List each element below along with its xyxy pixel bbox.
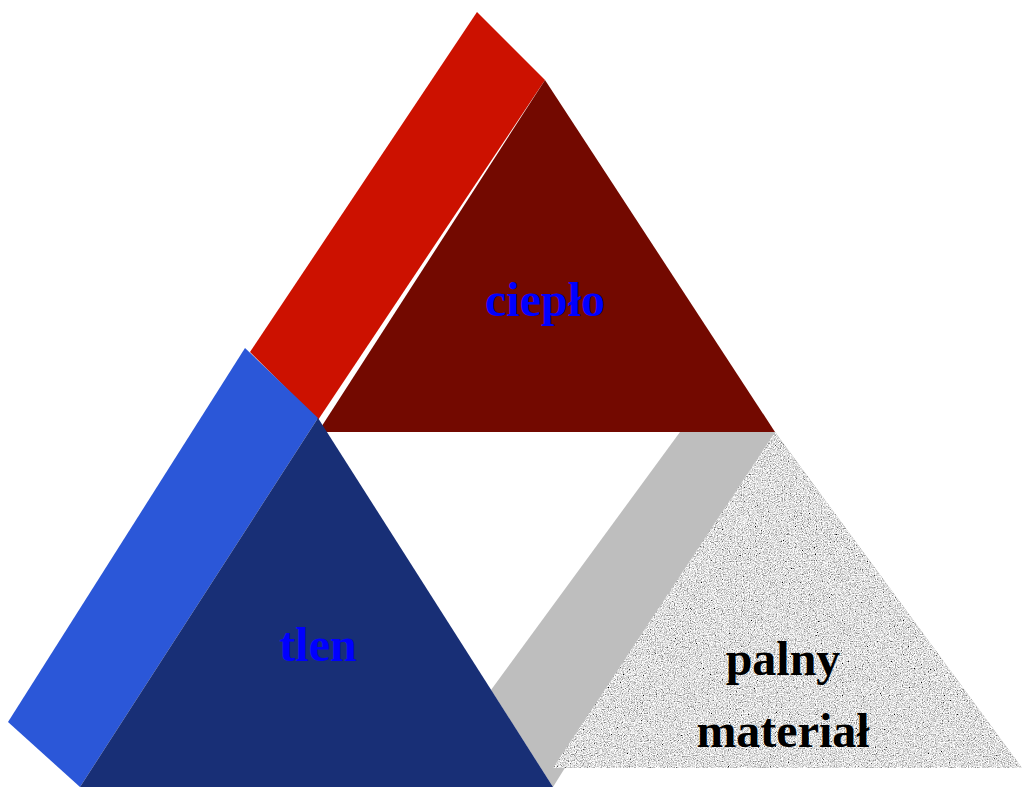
triangle-face — [553, 432, 1022, 768]
triangle-face — [80, 418, 553, 787]
side-label: tlen — [279, 616, 356, 674]
triangle-shape — [318, 80, 775, 432]
triangle-face — [318, 80, 775, 432]
side-label: ciepło — [485, 271, 605, 329]
texture-face — [553, 432, 1022, 768]
fire-triangle-side: palny materiał — [553, 432, 1022, 768]
side-label: palny materiał — [643, 623, 923, 767]
fire-triangle-side: ciepło — [318, 80, 775, 432]
triangle-shape — [80, 418, 553, 787]
fire-triangle-side: tlen — [80, 418, 553, 787]
